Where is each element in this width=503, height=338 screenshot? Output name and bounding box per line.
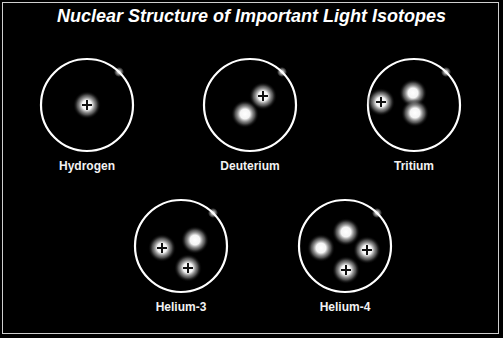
neutron bbox=[181, 226, 209, 254]
plus-sign bbox=[161, 243, 163, 253]
highlight bbox=[208, 208, 218, 218]
neutron bbox=[401, 99, 429, 127]
proton bbox=[249, 82, 277, 110]
plus-sign bbox=[345, 265, 347, 275]
atom-outline bbox=[368, 59, 460, 151]
isotope-circle: Hydrogen bbox=[25, 55, 149, 183]
atom-outline bbox=[135, 200, 227, 292]
plus-sign bbox=[366, 245, 368, 255]
isotope-name: Hydrogen bbox=[25, 159, 149, 173]
isotope-circle: Helium-3 bbox=[119, 196, 243, 324]
atom-outline bbox=[204, 59, 296, 151]
plus-sign bbox=[380, 97, 382, 107]
isotope-circle: Tritium bbox=[352, 55, 476, 183]
atom-outline bbox=[41, 59, 133, 151]
proton bbox=[353, 236, 381, 264]
highlight bbox=[441, 67, 451, 77]
isotope-circle: Deuterium bbox=[188, 55, 312, 183]
proton bbox=[332, 256, 360, 284]
neutron bbox=[307, 234, 335, 262]
plus-sign bbox=[86, 100, 88, 110]
proton bbox=[73, 91, 101, 119]
proton bbox=[174, 254, 202, 282]
isotope-name: Deuterium bbox=[188, 159, 312, 173]
isotope-circle: Helium-4 bbox=[283, 196, 407, 324]
highlight bbox=[372, 208, 382, 218]
highlight bbox=[277, 67, 287, 77]
isotope-name: Helium-4 bbox=[283, 300, 407, 314]
proton bbox=[148, 234, 176, 262]
isotope-name: Helium-3 bbox=[119, 300, 243, 314]
diagram-title: Nuclear Structure of Important Light Iso… bbox=[0, 6, 503, 27]
proton bbox=[367, 88, 395, 116]
plus-sign bbox=[262, 91, 264, 101]
isotope-name: Tritium bbox=[352, 159, 476, 173]
highlight bbox=[114, 67, 124, 77]
plus-sign bbox=[187, 263, 189, 273]
atom-outline bbox=[299, 200, 391, 292]
